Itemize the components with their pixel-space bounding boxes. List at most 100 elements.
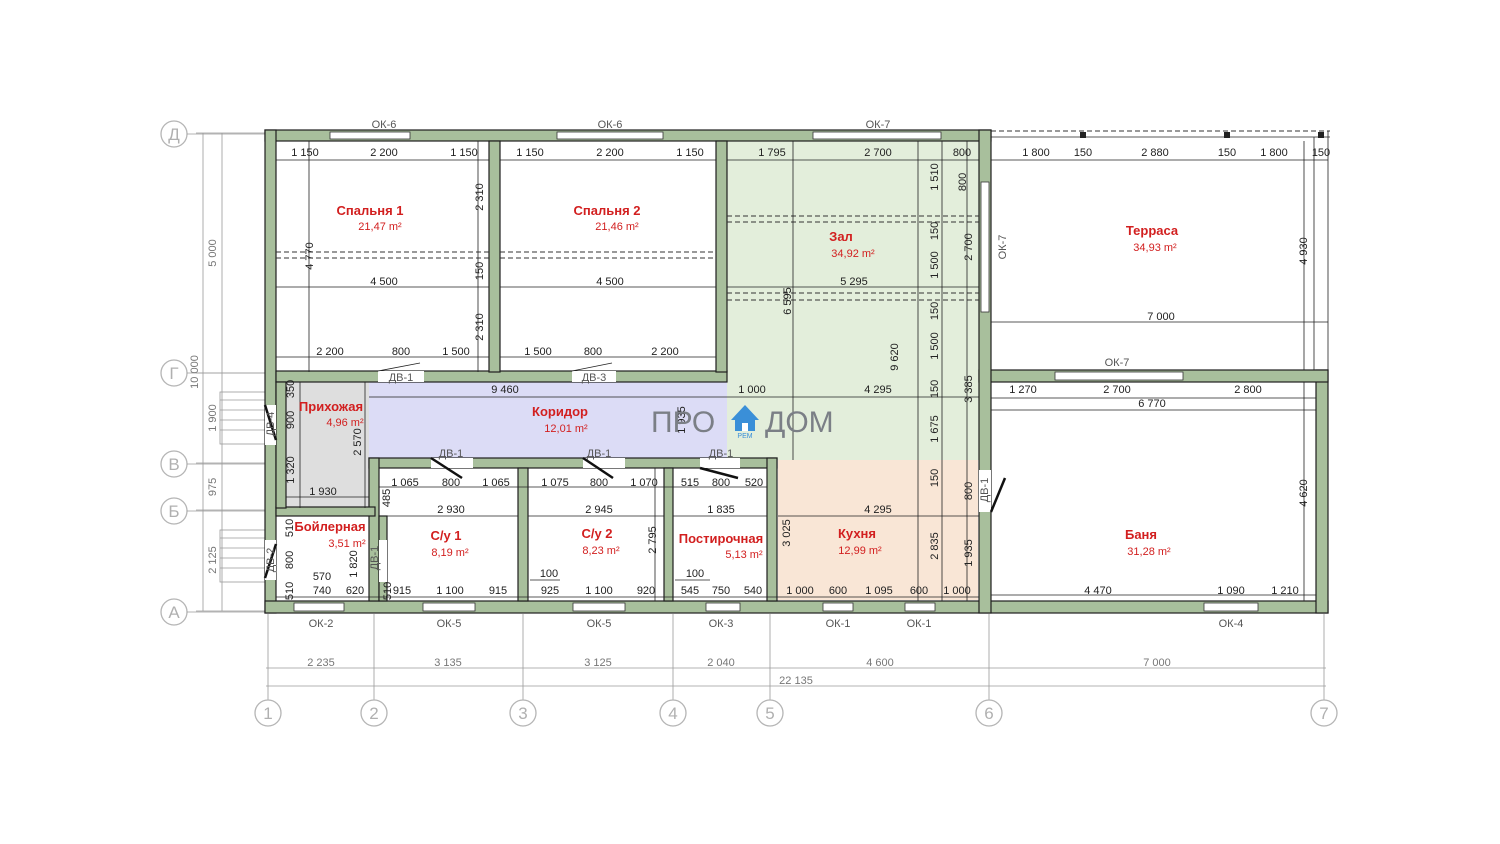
dim-bottom-row: 4 470 — [1084, 585, 1112, 597]
room-area-su-2: 8,23 m² — [582, 545, 620, 557]
axis-letter-v: В — [168, 455, 179, 474]
room-name-boilernaya: Бойлерная — [294, 519, 365, 534]
wall-wc1-right — [517, 467, 529, 602]
window-openings — [293, 131, 1259, 612]
dim-bottom-row: 620 — [346, 585, 364, 597]
dim-wc: 2 945 — [585, 504, 613, 516]
dim-row: 1 500 — [524, 346, 552, 358]
dim-top: 1 150 — [450, 147, 478, 159]
door-label: ДВ-3 — [582, 372, 607, 384]
top-dimensions: 1 150 2 200 1 150 1 150 2 200 1 150 1 79… — [291, 147, 1330, 159]
axis-number-3: 3 — [518, 704, 527, 723]
dim-boiler: 570 — [313, 571, 331, 583]
dim-bottom-row: 750 — [712, 585, 730, 597]
dim-inner: 1 930 — [309, 486, 337, 498]
room-area-zal: 34,92 m² — [831, 248, 875, 260]
dim-inner: 1 935 — [676, 406, 688, 434]
axis-letter-a: А — [168, 603, 180, 622]
dim-left-3: 975 — [207, 478, 219, 496]
room-name-prihozhaya: Прихожая — [299, 399, 363, 414]
dim-v: 150 — [929, 302, 941, 320]
dim-inner: 2 795 — [647, 526, 659, 554]
dim-inner: 3 025 — [781, 519, 793, 547]
dim-wc: 800 — [590, 477, 608, 489]
dim-bottom-row: 600 — [829, 585, 847, 597]
dim-inner: 1 320 — [285, 456, 297, 484]
dim-left-4: 2 125 — [207, 546, 219, 574]
dim-bottom: 7 000 — [1143, 657, 1171, 669]
vertical-dimensions: 2 310 150 2 310 4 770 1 510 800 150 1 50… — [304, 163, 1310, 567]
dim-bottom-row: 1 000 — [943, 585, 971, 597]
window-label: ОК-7 — [997, 235, 1009, 260]
window-label: ОК-5 — [437, 618, 462, 630]
window-label: ОК-6 — [372, 119, 397, 131]
dim-v: 150 — [929, 469, 941, 487]
room-name-terrasa: Терраса — [1126, 223, 1179, 238]
room-area-terrasa: 34,93 m² — [1133, 242, 1177, 254]
dim-v: 4 620 — [1298, 479, 1310, 507]
dim-v: 1 675 — [929, 415, 941, 443]
dim-top: 1 800 — [1260, 147, 1288, 159]
dim-bottom-row: 1 100 — [436, 585, 464, 597]
door-labels: ДВ-1 ДВ-3 ДВ-4 ДВ-1 ДВ-1 ДВ-1 ДВ-2 ДВ-1 … — [265, 372, 991, 572]
window-label: ОК-5 — [587, 618, 612, 630]
logo-subtext: РЕМ — [737, 433, 752, 440]
room-labels: Спальня 1 21,47 m² Спальня 2 21,46 m² За… — [294, 203, 1178, 561]
dim-inner: 900 — [285, 411, 297, 429]
logo: ПРО РЕМ ДОМ — [651, 405, 834, 440]
window-label: ОК-3 — [709, 618, 734, 630]
dim-top: 1 150 — [516, 147, 544, 159]
dim-top: 1 150 — [291, 147, 319, 159]
dim-bottom-row: 1 090 — [1217, 585, 1245, 597]
dim-inner: 9 460 — [491, 384, 519, 396]
wall-bedroom-bottom — [275, 370, 728, 383]
dim-v: 800 — [963, 482, 975, 500]
dim-boiler: 510 — [284, 519, 296, 537]
interior-lines — [276, 141, 1328, 601]
axis-letter-g: Г — [169, 364, 178, 383]
window-label: ОК-2 — [309, 618, 334, 630]
room-area-postirochnaya: 5,13 m² — [725, 549, 763, 561]
dim-bottom: 4 600 — [866, 657, 894, 669]
room-area-spalnya-1: 21,47 m² — [358, 221, 402, 233]
room-name-banya: Баня — [1125, 527, 1157, 542]
dim-left-2: 1 900 — [207, 404, 219, 432]
door-label: ДВ-1 — [369, 546, 381, 571]
entrance-steps — [219, 391, 267, 583]
room-name-spalnya-2: Спальня 2 — [574, 203, 641, 218]
room-area-su-1: 8,19 m² — [431, 547, 469, 559]
dim-inner: 2 800 — [1234, 384, 1262, 396]
dim-wc: 485 — [381, 489, 393, 507]
dim-boiler: 800 — [284, 551, 296, 569]
left-dimension-chain: 5 000 1 900 975 2 125 10 000 — [189, 132, 268, 612]
axis-numbers: 1 2 3 4 5 6 7 — [254, 699, 1338, 727]
door-label: ДВ-1 — [389, 372, 414, 384]
bottom-row-dimensions: 740 620 915 1 100 915 925 1 100 920 545 … — [313, 568, 1299, 597]
dim-wc: 515 — [681, 477, 699, 489]
dim-row: 1 500 — [442, 346, 470, 358]
wall-prihozhaya-right — [368, 457, 380, 602]
dim-bottom-row: 540 — [744, 585, 762, 597]
dim-inner: 4 500 — [596, 276, 624, 288]
zal-fill-lower — [727, 380, 979, 460]
dim-wc: 2 930 — [437, 504, 465, 516]
dim-bottom-row: 1 210 — [1271, 585, 1299, 597]
dim-v: 150 — [929, 222, 941, 240]
dim-bottom-row: 600 — [910, 585, 928, 597]
axis-number-5: 5 — [765, 704, 774, 723]
dim-total: 22 135 — [779, 675, 813, 687]
door-label: ДВ-1 — [979, 478, 991, 503]
dim-top: 150 — [1218, 147, 1236, 159]
dim-bottom-row: 545 — [681, 585, 699, 597]
window-labels: ОК-6 ОК-6 ОК-7 ОК-7 ОК-7 ОК-2 ОК-5 ОК-5 … — [309, 119, 1244, 630]
dim-top: 150 — [1074, 147, 1092, 159]
door-label: ДВ-2 — [265, 548, 277, 573]
dim-wc: 1 065 — [482, 477, 510, 489]
terrace-outline — [991, 130, 1330, 370]
dim-bottom-row: 920 — [637, 585, 655, 597]
dim-v: 1 500 — [929, 332, 941, 360]
axis-number-4: 4 — [668, 704, 677, 723]
house-icon — [731, 405, 759, 431]
dim-v: 1 935 — [963, 539, 975, 567]
